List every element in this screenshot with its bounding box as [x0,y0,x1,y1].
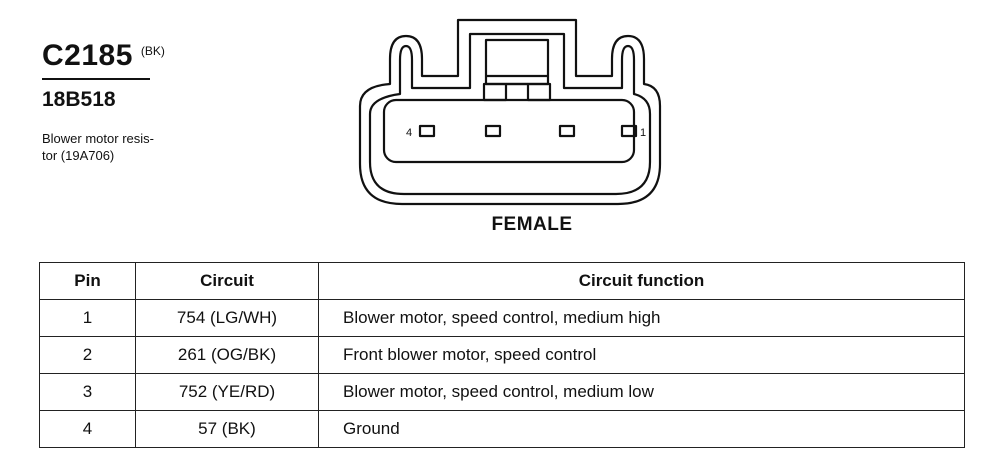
terminal-frame [382,98,636,164]
pin-3-terminal [484,124,502,138]
cell-pin: 1 [39,299,136,337]
table-header-row: Pin Circuit Circuit function [39,262,965,300]
cell-pin: 4 [39,410,136,448]
column-header-pin: Pin [39,262,136,300]
pin-2-terminal [558,124,576,138]
cell-pin: 3 [39,373,136,411]
pin-table: Pin Circuit Circuit function 1 754 (LG/W… [39,262,965,448]
harness-id: 18B518 [42,88,116,111]
connector-face-diagram: 4 1 [358,18,662,206]
table-row: 2 261 (OG/BK) Front blower motor, speed … [39,336,965,374]
cell-circuit: 752 (YE/RD) [135,373,319,411]
connector-description: Blower motor resis- tor (19A706) [42,131,154,163]
cell-function: Front blower motor, speed control [318,336,965,374]
cell-circuit: 57 (BK) [135,410,319,448]
housing-outer [358,18,662,206]
housing-inner [368,32,652,196]
connector-color-code: (BK) [140,44,165,58]
header-divider [42,78,150,80]
connector-id-row: C2185 (BK) [42,40,252,72]
pin-number-right: 1 [640,127,646,139]
cell-function: Ground [318,410,965,448]
column-header-circuit: Circuit [135,262,319,300]
cell-pin: 2 [39,336,136,374]
table-row: 3 752 (YE/RD) Blower motor, speed contro… [39,373,965,411]
connector-header: C2185 (BK) 18B518 Blower motor resis- to… [42,40,252,164]
table-row: 4 57 (BK) Ground [39,410,965,448]
column-header-function: Circuit function [318,262,965,300]
pin-4-terminal [418,124,436,138]
pin-1-terminal [620,124,638,138]
cell-circuit: 754 (LG/WH) [135,299,319,337]
cell-circuit: 261 (OG/BK) [135,336,319,374]
lock-tab [484,38,550,86]
view-label: FEMALE [491,214,573,235]
connector-id: C2185 [42,39,133,72]
cell-function: Blower motor, speed control, medium low [318,373,965,411]
table-row: 1 754 (LG/WH) Blower motor, speed contro… [39,299,965,337]
pin-number-left: 4 [406,127,412,139]
cell-function: Blower motor, speed control, medium high [318,299,965,337]
